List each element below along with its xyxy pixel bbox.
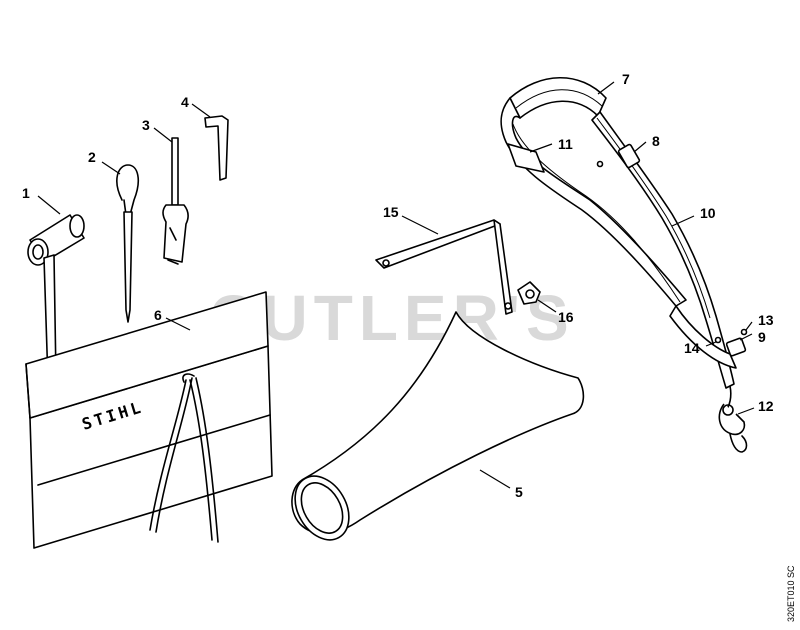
shoulder-strap-drawing — [500, 77, 755, 453]
part-number-labels: 1 2 3 4 5 6 7 8 9 10 11 12 13 14 15 16 — [22, 71, 774, 500]
reference-code: 320ET010 SC — [786, 565, 796, 622]
label-part-14: 14 — [684, 340, 700, 356]
label-part-16: 16 — [558, 309, 574, 325]
label-part-9: 9 — [758, 329, 766, 345]
label-part-5: 5 — [515, 484, 523, 500]
label-part-7: 7 — [622, 71, 630, 87]
label-part-3: 3 — [142, 117, 150, 133]
label-part-1: 1 — [22, 185, 30, 201]
screwdriver-drawing — [153, 127, 189, 265]
nozzle-drawing — [291, 311, 585, 541]
label-part-12: 12 — [758, 398, 774, 414]
label-part-11: 11 — [558, 136, 573, 152]
tool-roll-drawing: STIHL — [25, 291, 273, 549]
bracket-drawing — [375, 215, 513, 315]
hex-key-drawing — [191, 103, 229, 181]
label-part-6: 6 — [154, 307, 162, 323]
label-part-10: 10 — [700, 205, 716, 221]
combination-wrench-drawing — [27, 195, 85, 387]
label-part-2: 2 — [88, 149, 96, 165]
label-part-13: 13 — [758, 312, 774, 328]
label-part-4: 4 — [181, 94, 189, 110]
label-part-8: 8 — [652, 133, 660, 149]
label-part-15: 15 — [383, 204, 399, 220]
tommy-bar-drawing — [101, 161, 140, 323]
wing-nut-drawing — [517, 281, 557, 313]
